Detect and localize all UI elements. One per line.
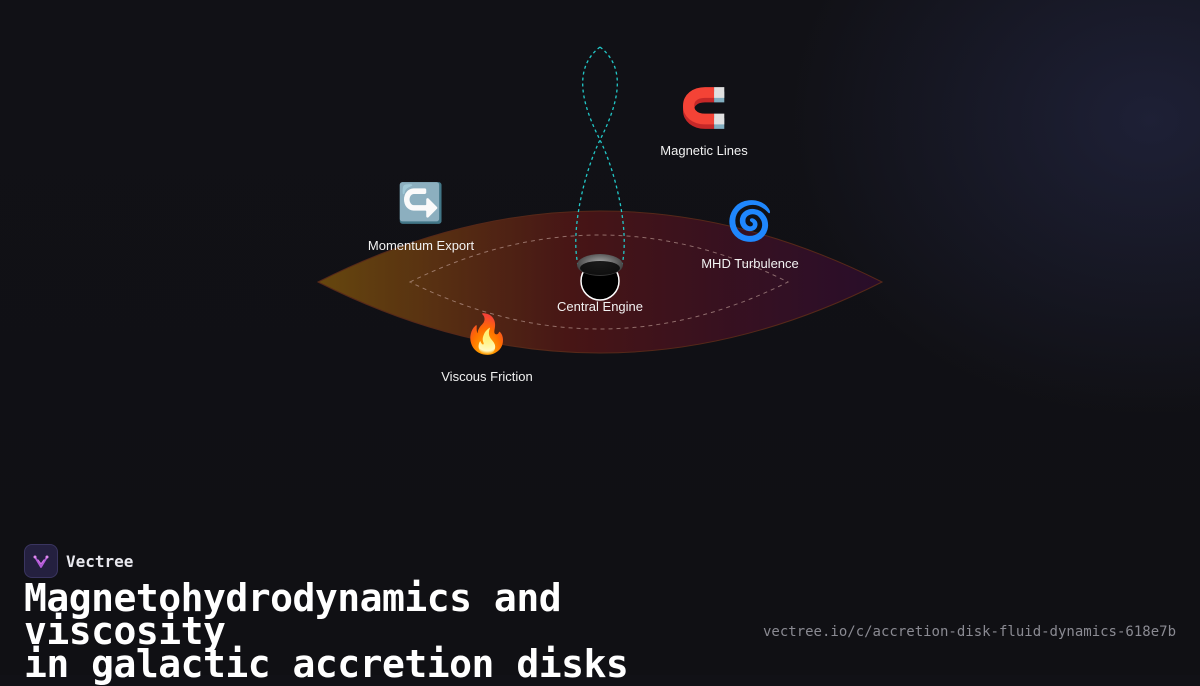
brand[interactable]: Vectree [24, 544, 133, 578]
label-momentum-export: Momentum Export [367, 238, 475, 253]
page-url[interactable]: vectree.io/c/accretion-disk-fluid-dynami… [762, 624, 1176, 640]
brand-name: Vectree [66, 551, 134, 571]
magnetic-field-line [575, 46, 625, 266]
black-hole-icon [577, 254, 623, 301]
label-viscous-friction: Viscous Friction [441, 369, 533, 384]
magnet-icon: 🧲 [680, 86, 728, 130]
label-central-engine: Central Engine [557, 299, 643, 314]
title-line-1: Magnetohydrodynamics and viscosity [24, 576, 562, 653]
title-line-2: in galactic accretion disks [24, 642, 629, 686]
cyclone-icon: 🌀 [726, 199, 774, 243]
label-mhd-turbulence: MHD Turbulence [701, 256, 799, 271]
page-title: Magnetohydrodynamics and viscosity in ga… [24, 576, 784, 686]
vectree-logo-icon [24, 544, 58, 578]
label-magnetic-lines: Magnetic Lines [660, 143, 748, 158]
fire-icon: 🔥 [463, 312, 511, 356]
inner-orbit [408, 234, 790, 330]
return-arrow-icon: ↪️ [397, 181, 445, 225]
